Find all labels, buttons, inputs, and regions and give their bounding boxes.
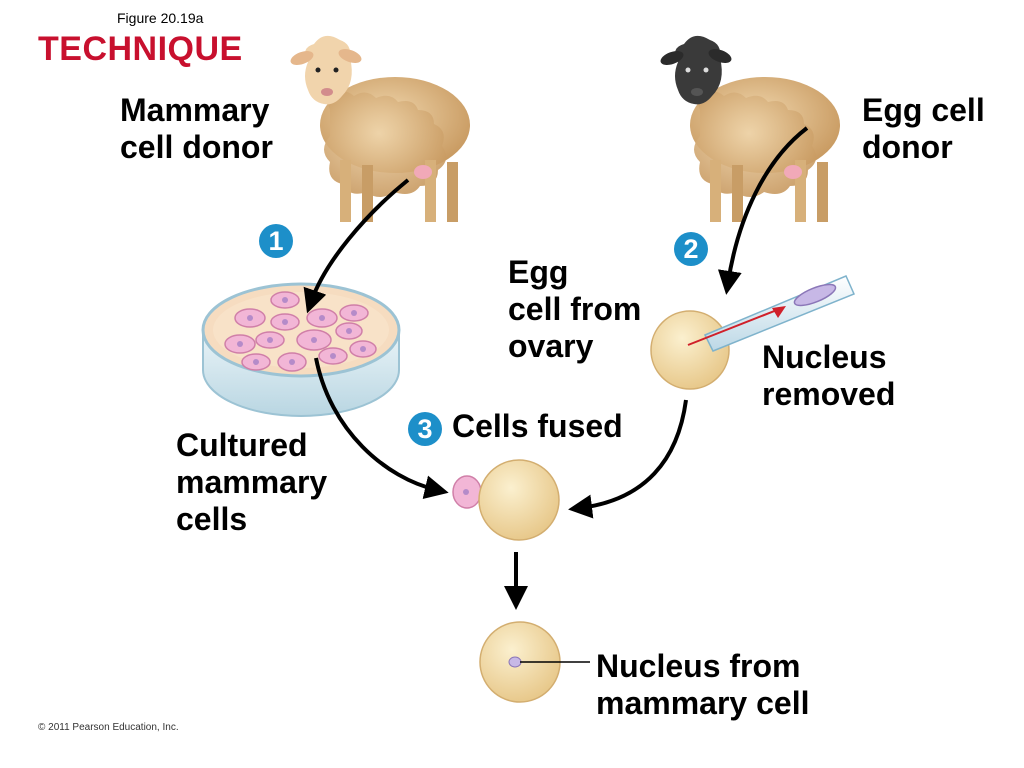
mammary-donor-sheep-icon [290, 35, 470, 222]
egg-from-ovary-label: Egg cell from ovary [508, 254, 642, 364]
nucleus-from-mammary-label: Nucleus from mammary cell [596, 648, 810, 721]
fused-cells [452, 459, 560, 541]
copyright: © 2011 Pearson Education, Inc. [38, 722, 179, 733]
mammary-donor-label: Mammary cell donor [120, 92, 273, 165]
arrow-dish-to-fusion [314, 357, 449, 499]
reconstructed-egg [479, 621, 590, 703]
technique-heading: TECHNIQUE [38, 30, 243, 68]
arrow-egg-donor-to-egg [717, 126, 809, 295]
step-3-badge: 3 [408, 412, 442, 446]
step-2-badge: 2 [674, 232, 708, 266]
egg-donor-sheep-icon [660, 35, 840, 222]
arrow-egg-to-fusion [568, 399, 688, 519]
petri-dish-icon [201, 282, 401, 417]
cells-fused-label: Cells fused [452, 408, 623, 444]
egg-cell-ovary [650, 310, 730, 390]
step-1-badge: 1 [259, 224, 293, 258]
micropipette-icon [687, 275, 856, 352]
cultured-cells-label: Cultured mammary cells [176, 427, 328, 537]
egg-donor-label: Egg cell donor [862, 92, 985, 165]
process-arrows [303, 126, 809, 610]
nucleus-removed-label: Nucleus removed [762, 339, 896, 412]
figure-label: Figure 20.19a [117, 10, 204, 26]
arrow-mammary-to-dish [303, 178, 410, 314]
